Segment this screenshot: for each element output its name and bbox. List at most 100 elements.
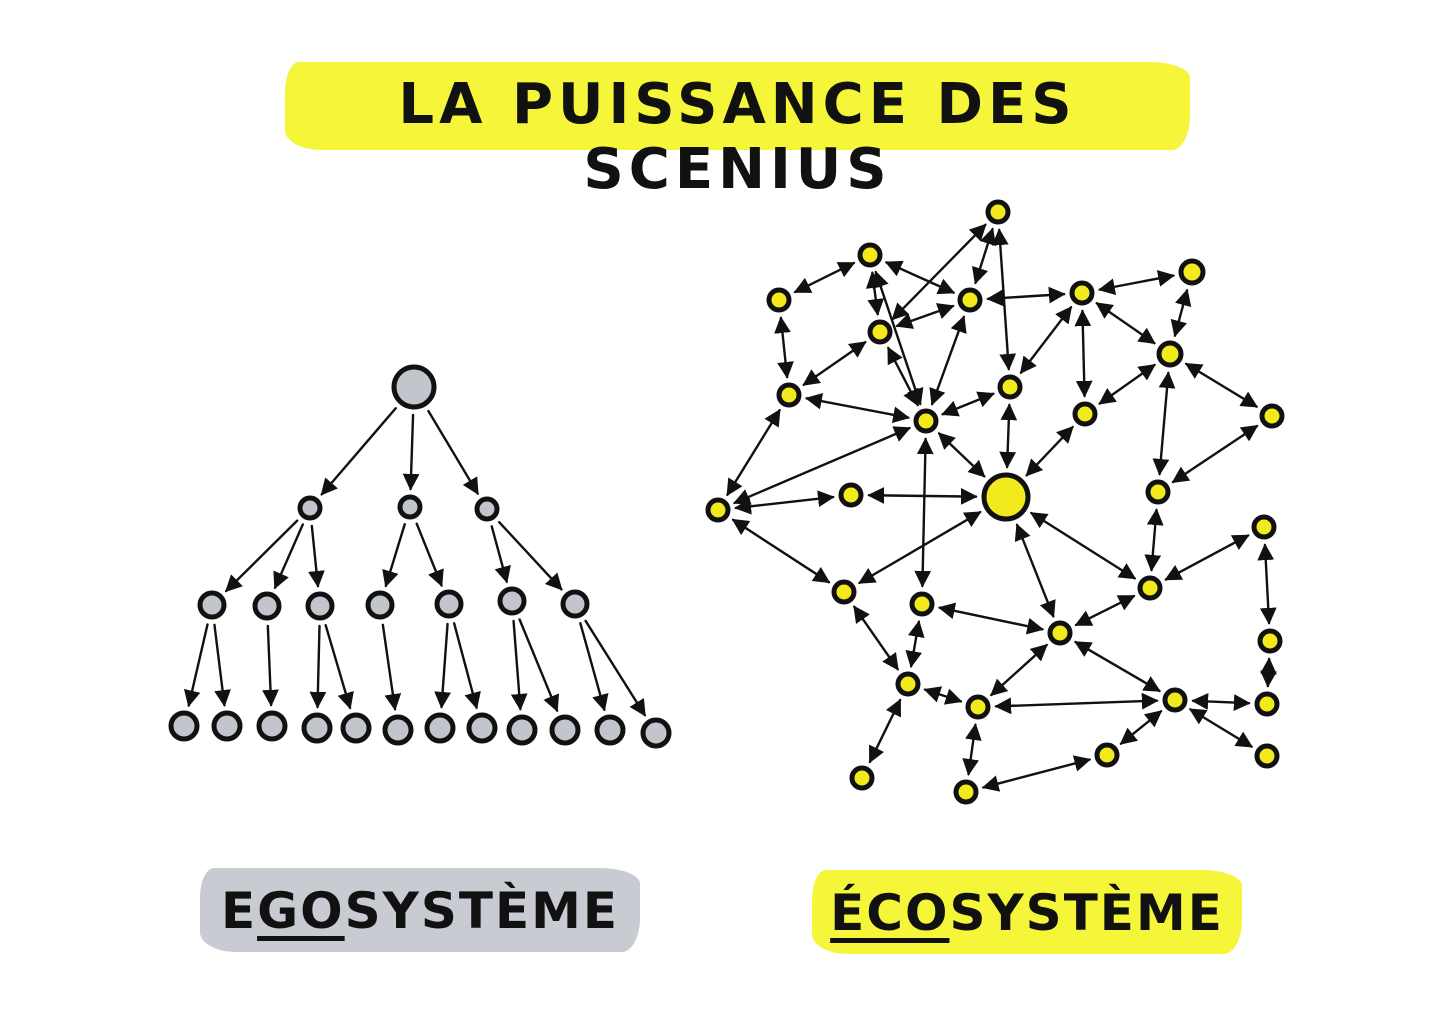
eco-node bbox=[1254, 691, 1280, 717]
eco-node bbox=[1162, 687, 1188, 713]
connection-arrow bbox=[905, 620, 925, 668]
eco-node bbox=[1072, 401, 1098, 427]
eco-node bbox=[1251, 514, 1277, 540]
ego-leaf-node bbox=[594, 714, 626, 746]
connection-arrow bbox=[273, 523, 304, 590]
connection-arrow bbox=[986, 286, 1066, 307]
connection-arrow bbox=[579, 622, 609, 712]
ego-leaf-node bbox=[466, 712, 498, 744]
ego-leaf-node bbox=[424, 712, 456, 744]
connection-arrow bbox=[308, 524, 325, 588]
eco-node bbox=[965, 694, 991, 720]
eco-node bbox=[1257, 628, 1283, 654]
ecosystem-network bbox=[705, 199, 1285, 805]
eco-node bbox=[997, 374, 1023, 400]
eco-node bbox=[849, 765, 875, 791]
connection-arrow bbox=[734, 490, 835, 515]
connection-arrow bbox=[1074, 309, 1093, 398]
ego-root-node bbox=[391, 364, 437, 410]
connection-arrow bbox=[929, 315, 967, 406]
ego-leaf-node bbox=[506, 714, 538, 746]
connection-arrow bbox=[858, 510, 982, 585]
eco-node bbox=[909, 591, 935, 617]
eco-node bbox=[766, 287, 792, 313]
connection-arrow bbox=[994, 692, 1159, 715]
connection-arrow bbox=[1144, 508, 1164, 572]
connection-arrow bbox=[382, 523, 406, 588]
connection-arrow bbox=[518, 618, 560, 713]
eco-node bbox=[1254, 743, 1280, 769]
connection-arrow bbox=[1029, 511, 1137, 580]
connection-arrow bbox=[1098, 270, 1175, 296]
ego-level3-node bbox=[197, 590, 227, 620]
ego-level3-node bbox=[497, 586, 527, 616]
connection-arrow bbox=[584, 619, 647, 717]
connection-arrow bbox=[213, 623, 231, 707]
connection-arrow bbox=[1170, 288, 1192, 338]
connection-arrow bbox=[990, 643, 1048, 697]
eco-node bbox=[953, 779, 979, 805]
connection-arrow bbox=[895, 303, 955, 329]
connection-arrow bbox=[225, 519, 299, 593]
eco-node bbox=[957, 287, 983, 313]
eco-node bbox=[776, 382, 802, 408]
ego-level3-node bbox=[365, 590, 395, 620]
connection-arrow bbox=[937, 432, 986, 478]
ego-leaf-node bbox=[301, 712, 333, 744]
connection-arrow bbox=[887, 346, 919, 407]
connection-arrow bbox=[415, 522, 444, 588]
eco-node bbox=[867, 319, 893, 345]
connection-arrow bbox=[490, 525, 511, 584]
eco-node bbox=[705, 497, 731, 523]
connection-arrow bbox=[774, 316, 794, 379]
eco-node bbox=[1156, 340, 1184, 368]
connection-arrow bbox=[381, 623, 402, 711]
connection-arrow bbox=[867, 487, 978, 505]
ego-leaf-node bbox=[211, 710, 243, 742]
eco-node bbox=[1178, 258, 1206, 286]
egosystem-highlight bbox=[200, 868, 640, 952]
eco-node bbox=[1094, 742, 1120, 768]
connection-arrow bbox=[962, 723, 982, 776]
connection-arrow bbox=[1119, 710, 1163, 745]
connection-arrow bbox=[1152, 371, 1176, 476]
ego-leaf-node bbox=[549, 714, 581, 746]
connection-arrow bbox=[1257, 543, 1277, 625]
ego-leaf-node bbox=[640, 717, 672, 749]
ego-level2-node bbox=[297, 495, 323, 521]
connection-arrow bbox=[941, 391, 995, 417]
connection-arrow bbox=[452, 622, 481, 710]
egosystem-label: EGOSYSTÈME bbox=[220, 882, 620, 940]
ecosystem-highlight bbox=[812, 870, 1242, 954]
ecosystem-label-banner: ÉCOSYSTÈME bbox=[812, 870, 1242, 954]
connection-arrow bbox=[999, 403, 1018, 469]
eco-node bbox=[1069, 280, 1095, 306]
title-highlight bbox=[285, 62, 1190, 150]
ecosystem-label: ÉCOSYSTÈME bbox=[830, 884, 1224, 942]
title-banner: LA PUISSANCE DES SCENIUS bbox=[285, 62, 1190, 202]
connection-arrow bbox=[1019, 305, 1073, 375]
connection-arrow bbox=[1074, 594, 1136, 627]
eco-node bbox=[838, 482, 864, 508]
connection-arrow bbox=[309, 624, 327, 709]
ego-level3-node bbox=[560, 589, 590, 619]
page-title: LA PUISSANCE DES SCENIUS bbox=[398, 72, 1077, 202]
connection-arrow bbox=[981, 755, 1092, 792]
eco-node bbox=[1047, 620, 1073, 646]
connection-arrow bbox=[1014, 523, 1056, 618]
eco-node bbox=[1145, 479, 1171, 505]
connection-arrow bbox=[1191, 693, 1251, 711]
ego-level3-node bbox=[434, 589, 464, 619]
eco-node bbox=[985, 199, 1011, 225]
ego-leaf-node bbox=[340, 712, 372, 744]
connection-arrow bbox=[498, 521, 563, 591]
connection-arrow bbox=[262, 624, 279, 707]
connection-arrow bbox=[402, 413, 420, 491]
connection-arrow bbox=[1188, 708, 1254, 748]
connection-arrow bbox=[1098, 363, 1156, 405]
connection-arrow bbox=[937, 602, 1045, 635]
connection-arrow bbox=[1260, 657, 1277, 688]
connection-arrow bbox=[923, 686, 963, 705]
connection-arrow bbox=[802, 341, 867, 386]
